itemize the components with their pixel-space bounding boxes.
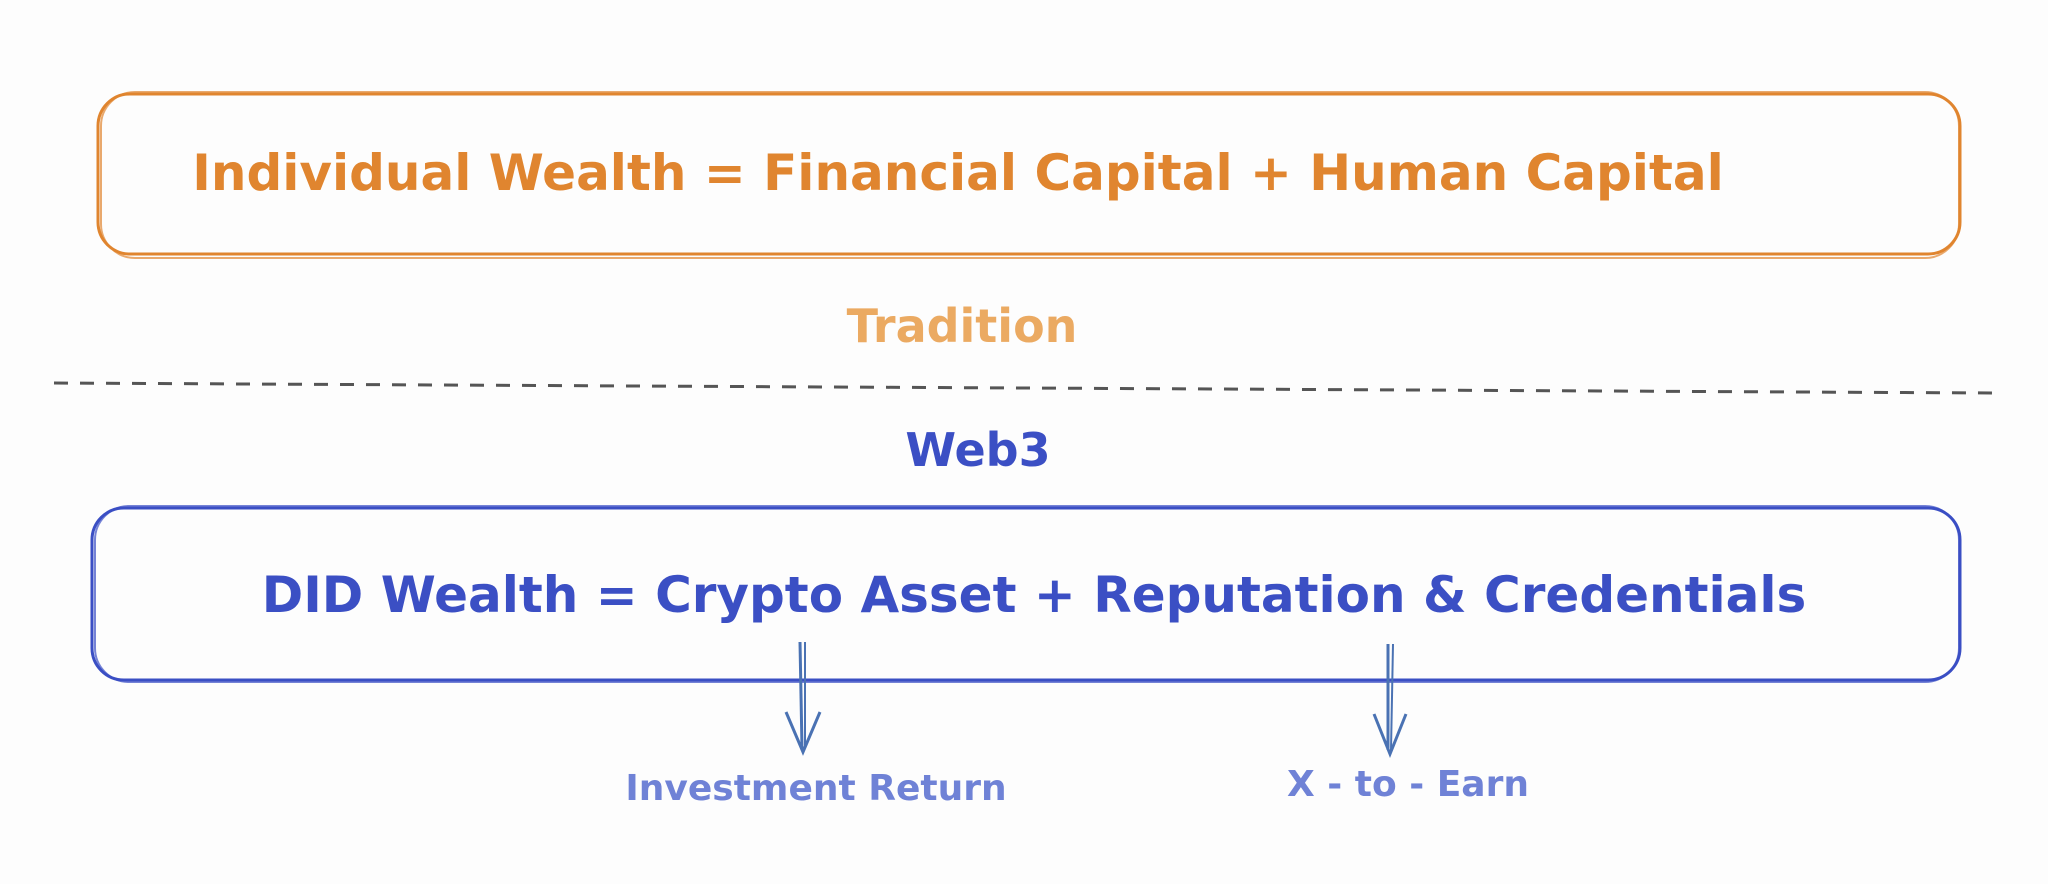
arrow-shaft [798, 641, 804, 749]
tradition-label: Tradition [847, 299, 1078, 353]
tradition-box: Individual Wealth = Financial Capital + … [96, 91, 1962, 259]
outcome-investment-return: Investment Return [625, 768, 1006, 809]
web3-label: Web3 [905, 423, 1050, 477]
web3-box: DID Wealth = Crypto Asset + Reputation &… [90, 505, 1962, 683]
arrow-reputation-to-earn [1372, 643, 1408, 759]
web3-box-outline-sketch [94, 505, 1960, 683]
web3-equation: DID Wealth = Crypto Asset + Reputation &… [262, 566, 1807, 624]
outcome-x-to-earn: X - to - Earn [1287, 764, 1529, 805]
arrow-crypto-to-investment [784, 641, 822, 756]
arrow-head [784, 711, 822, 756]
arrow-head [1372, 713, 1408, 759]
section-divider [53, 381, 1993, 395]
arrow-shaft-sketch [1390, 643, 1394, 751]
tradition-equation: Individual Wealth = Financial Capital + … [192, 144, 1723, 202]
tradition-box-outline-sketch [100, 91, 1960, 259]
